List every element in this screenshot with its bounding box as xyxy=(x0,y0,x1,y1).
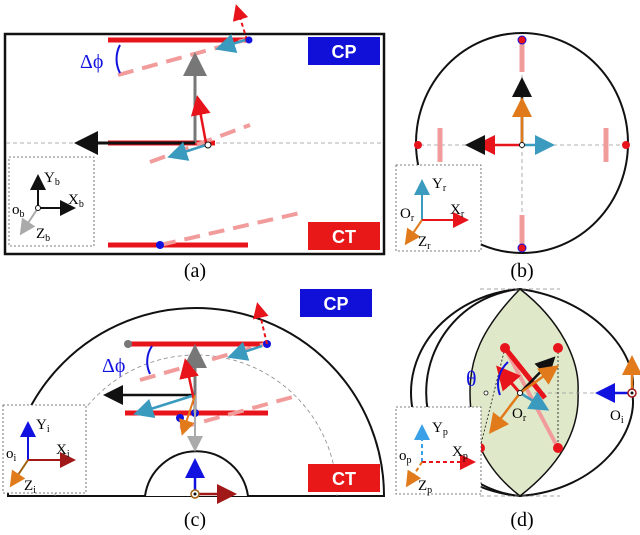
panel-a-mid-dash xyxy=(149,123,251,164)
panel-c-base-origin-center xyxy=(193,492,197,496)
panel-d-axis-z xyxy=(405,461,423,488)
panel-c-red-dashed-arrow xyxy=(252,302,269,345)
panel-b-axis-z xyxy=(404,219,423,246)
panel-d-theta-label: θ xyxy=(466,366,477,391)
panel-b-axis-o-label: Or xyxy=(400,206,415,224)
panel-a-axis-o-label: ob xyxy=(12,202,25,220)
panel-c-angle-label: Δϕ xyxy=(102,355,125,377)
panel-d-orange-arrow-up xyxy=(519,365,560,395)
panel-a-axis-z-label: Zb xyxy=(36,226,50,244)
panel-b-axis-y-label: Yr xyxy=(432,176,447,194)
panel-c-blue-dot-mid xyxy=(176,414,184,422)
panel-c-ct-badge xyxy=(308,464,380,492)
panel-a-origin-dot xyxy=(204,141,212,149)
panel-c-axis-z-label: Zi xyxy=(24,478,36,496)
panel-c-orange-arrow xyxy=(179,394,196,436)
panel-a-axis-y-label: Yb xyxy=(44,170,60,188)
panel-a-caption: (a) xyxy=(184,260,206,282)
panel-d-origin-dot xyxy=(517,390,523,396)
panel-a-red-arrow xyxy=(190,95,211,144)
panel-d-caption: (d) xyxy=(510,509,533,531)
panel-a-angle-arc xyxy=(115,44,121,74)
panel-a-axis-x-label: Xb xyxy=(68,192,84,210)
panel-d-oi-origin-center xyxy=(630,391,634,395)
panel-d-axis-z-label: Zp xyxy=(418,478,432,496)
panel-d-red-arrow xyxy=(496,365,522,394)
panel-a-blue-dot-top xyxy=(245,36,253,44)
panel-c-teal-arrow-top xyxy=(227,341,263,361)
panel-c-caption: (c) xyxy=(184,509,206,531)
panel-c-axis-x-label: Xi xyxy=(56,442,70,460)
panel-a-blue-dot-bottom xyxy=(156,241,164,249)
panel-c-ct-dash xyxy=(179,393,301,430)
panel-d: θ Or Oi Yp Xp op Zp (d) xyxy=(395,287,640,531)
panel-d-small-dot xyxy=(483,390,489,396)
panel-d-teal-arrow xyxy=(519,391,550,411)
panel-a-ct-badge xyxy=(308,222,380,250)
panel-a: Δϕ CP CT Yb Xb ob Zb (a) xyxy=(3,4,386,282)
panel-b-axis-x-label: Xr xyxy=(450,202,465,220)
panel-c-axis-o-label: oi xyxy=(6,446,17,464)
panel-d-axis-y-label: Yp xyxy=(432,420,448,438)
panel-d-chord-left xyxy=(479,347,506,449)
panel-d-axis-x-label: Xp xyxy=(452,444,468,462)
panel-a-cp-badge xyxy=(308,37,380,65)
panel-a-axes-origin xyxy=(35,205,41,211)
panel-c-cp-dash xyxy=(139,342,266,382)
panel-a-cp-label: CP xyxy=(331,42,356,62)
panel-a-frame xyxy=(3,32,386,256)
panel-d-dot-tl xyxy=(500,343,510,353)
panel-d-dot-tr xyxy=(553,343,563,353)
panel-c: Δϕ CP CT Yi Xi oi Zi (c) xyxy=(2,289,386,531)
panel-d-theta-arc xyxy=(497,361,509,396)
panel-b-origin-dot xyxy=(519,142,525,148)
panel-a-axis-z xyxy=(19,207,39,236)
panel-b: Yr Xr Or Zr (b) xyxy=(395,32,630,282)
panel-a-angle-label: Δϕ xyxy=(80,51,103,73)
panel-a-ct-dash xyxy=(159,211,301,247)
panel-a-ct-label: CT xyxy=(332,227,356,247)
panel-d-orange-arrow-down xyxy=(488,392,521,434)
panel-b-dot-left xyxy=(414,141,422,149)
panel-c-teal-arrow-mid xyxy=(133,393,196,419)
panel-b-caption: (b) xyxy=(510,260,533,282)
panel-a-red-dashed-arrow xyxy=(232,4,249,41)
panel-c-cp-badge xyxy=(300,289,372,317)
panel-c-ct-label: CT xyxy=(332,469,356,489)
panel-c-axis-z xyxy=(9,459,29,488)
panel-c-axis-y-label: Yi xyxy=(36,417,50,435)
panel-c-angle-arc xyxy=(146,345,153,375)
panel-b-dot-right xyxy=(622,141,630,149)
panel-a-teal-arrow-mid xyxy=(167,141,207,161)
panel-d-green-plane xyxy=(469,287,579,497)
panel-d-red-bar xyxy=(503,346,547,400)
panel-b-axis-z-label: Zr xyxy=(418,234,431,252)
panel-d-or-label: Or xyxy=(512,406,527,424)
panel-b-dot-bottom xyxy=(517,243,527,253)
panel-d-dot-br xyxy=(553,443,563,453)
panel-d-oi-label: Oi xyxy=(610,408,624,426)
panel-d-left-top-arc xyxy=(410,288,521,393)
panel-c-inner-arc xyxy=(144,450,249,497)
panel-c-gray-dot xyxy=(124,340,132,348)
panel-a-teal-arrow-top xyxy=(215,33,246,53)
panel-c-cp-label: CP xyxy=(323,294,348,314)
panel-b-dot-top xyxy=(517,35,527,45)
panel-d-axis-o-label: op xyxy=(399,448,412,466)
